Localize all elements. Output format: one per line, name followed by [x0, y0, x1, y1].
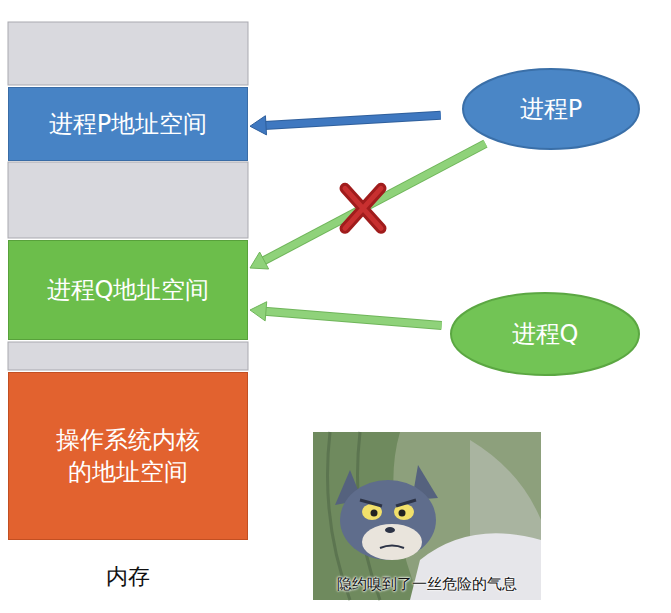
node-text: 进程Q地址空间: [47, 274, 210, 306]
node-text: 进程P: [520, 93, 582, 125]
process-ellipse: 进程P: [462, 68, 640, 150]
process-ellipse: 进程Q: [450, 292, 640, 376]
arrow-connector: [250, 302, 442, 326]
memory-label: 内存: [8, 562, 248, 592]
cartoon-picture: [313, 432, 541, 600]
node-text: 进程Q: [512, 318, 579, 350]
process-p-space: 进程P地址空间: [8, 87, 248, 161]
free-memory-block: [8, 22, 248, 85]
node-text: 进程P地址空间: [49, 108, 207, 140]
arrow-head: [250, 116, 267, 135]
arrow-head: [250, 302, 267, 321]
arrow-head: [250, 252, 269, 269]
free-memory-block: [8, 162, 248, 238]
process-q-space: 进程Q地址空间: [8, 240, 248, 340]
arrow-connector: [250, 115, 441, 135]
forbidden-cross: [345, 188, 381, 228]
arrow-connector: [250, 144, 485, 269]
free-memory-block: [8, 342, 248, 370]
kernel-space: 操作系统内核的地址空间: [8, 372, 248, 540]
picture-caption: 隐约嗅到了一丝危险的气息: [313, 575, 541, 594]
node-text: 操作系统内核的地址空间: [53, 424, 203, 489]
